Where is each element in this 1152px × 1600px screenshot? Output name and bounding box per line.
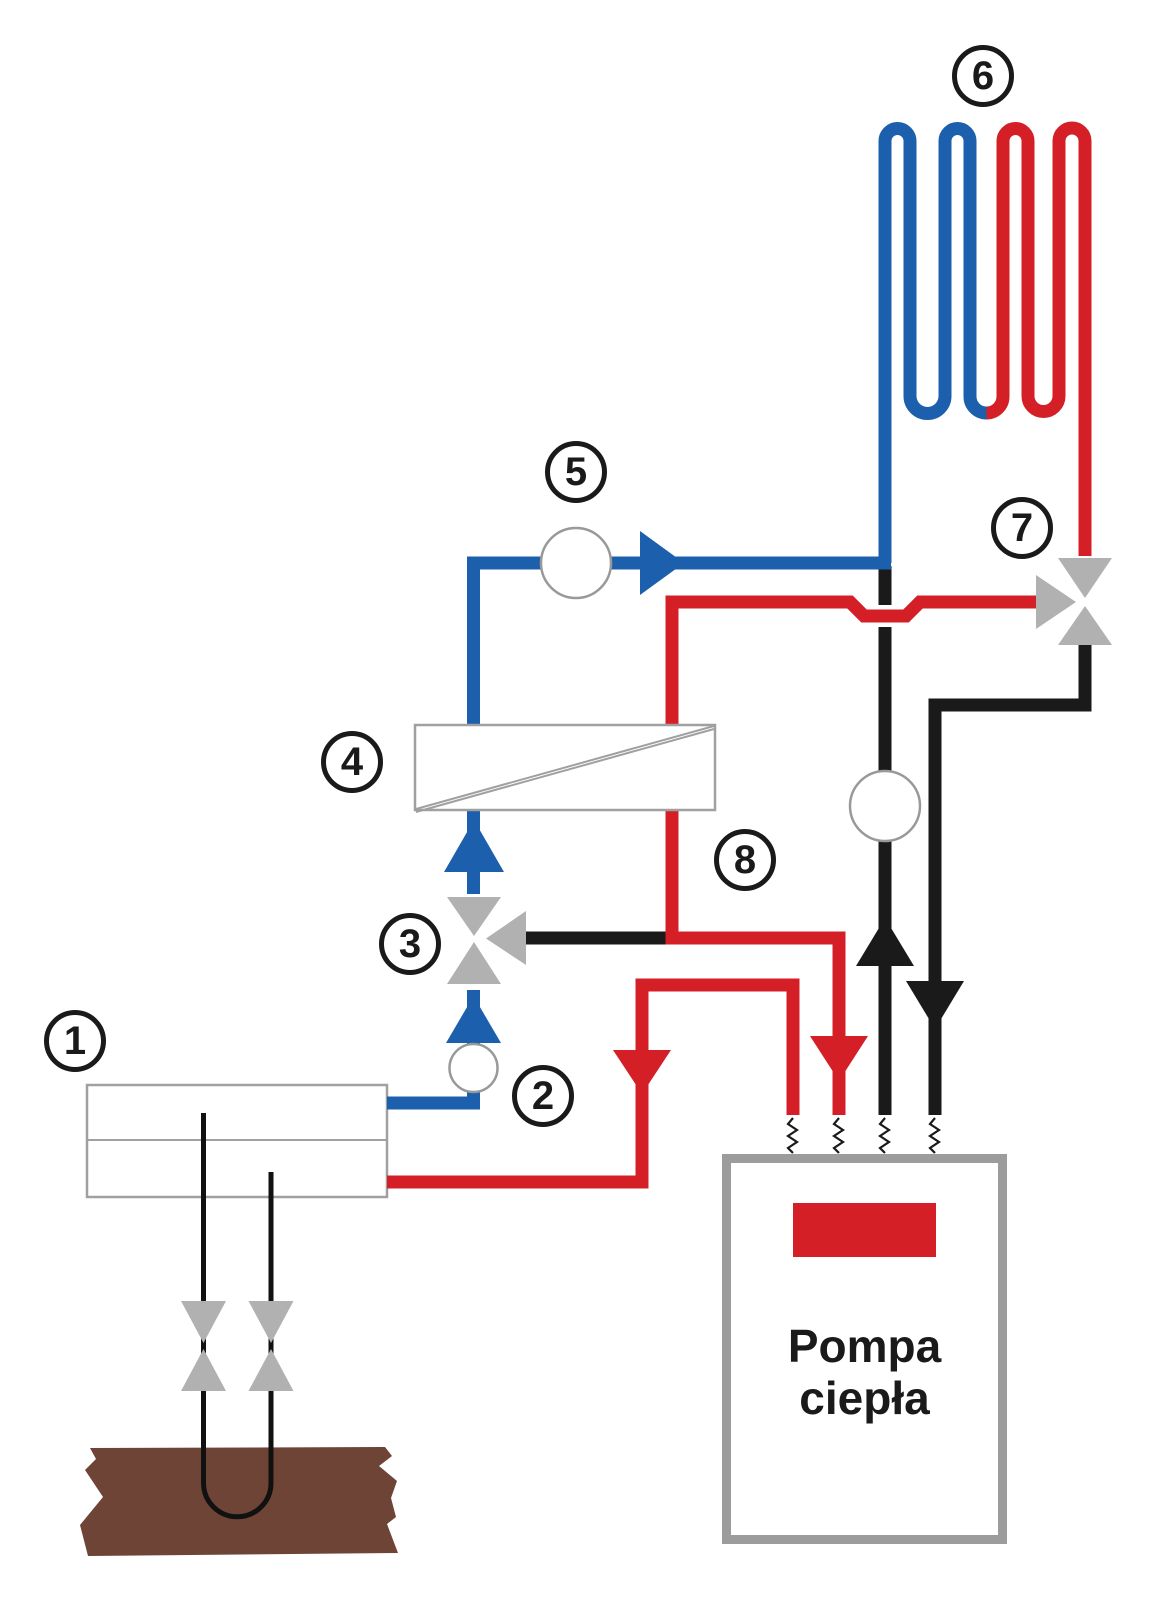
heat-pump-display <box>793 1203 936 1257</box>
flex-connector-icon <box>928 1117 941 1154</box>
component-label-2: 2 <box>512 1065 574 1127</box>
flow-arrow-icon <box>446 996 501 1043</box>
heat-exchanger-icon <box>413 723 717 813</box>
flow-arrow-icon <box>906 981 964 1029</box>
flow-arrow-icon <box>810 1036 868 1081</box>
component-label-5: 5 <box>545 441 607 503</box>
pump-icon <box>539 526 613 600</box>
pipe-red-to-valve7-and-heatpump <box>665 595 1038 1115</box>
pump-icon <box>848 769 922 843</box>
three-way-valve-icon <box>447 897 526 984</box>
shutoff-valve-icon <box>248 1301 294 1391</box>
floor-coil-blue-half <box>878 122 988 563</box>
black-pipes <box>521 566 1092 1115</box>
pipe-blue-exchanger-to-coil <box>467 556 891 725</box>
flow-arrow-icon <box>640 531 684 595</box>
flow-arrow-icon <box>444 820 504 872</box>
ground-loop-icon <box>201 1113 274 1520</box>
component-label-8: 8 <box>714 829 776 891</box>
heat-pump-label-line2: ciepła <box>799 1372 930 1424</box>
pipe-red-return-to-ground <box>387 978 800 1189</box>
heat-pump-unit-box <box>722 1154 1007 1544</box>
component-label-1: 1 <box>44 1010 106 1072</box>
flex-connector-icon <box>832 1117 845 1154</box>
heat-pump-label: Pompa ciepła <box>726 1320 1003 1424</box>
pump-icon <box>448 1042 499 1094</box>
flow-arrows <box>444 531 964 1094</box>
component-label-6: 6 <box>952 45 1014 107</box>
floor-coil-red-half <box>985 121 1092 556</box>
component-label-4: 4 <box>321 731 383 793</box>
flow-arrow-icon <box>613 1050 671 1094</box>
flex-connector-icon <box>878 1117 891 1154</box>
three-way-valve-icon <box>1036 558 1112 645</box>
heat-pump-label-line1: Pompa <box>787 1320 942 1372</box>
red-pipes <box>387 121 1092 1189</box>
flex-connectors <box>786 1117 941 1154</box>
component-label-3: 3 <box>379 913 441 975</box>
flow-arrow-icon <box>856 918 914 966</box>
pipe-black-return-from-valve7 <box>928 640 1092 1115</box>
shutoff-valve-icon <box>181 1301 226 1391</box>
soil-ground <box>80 1447 398 1556</box>
flex-connector-icon <box>786 1117 799 1154</box>
ground-source-manifold-box <box>85 1083 389 1199</box>
component-label-7: 7 <box>991 497 1053 559</box>
